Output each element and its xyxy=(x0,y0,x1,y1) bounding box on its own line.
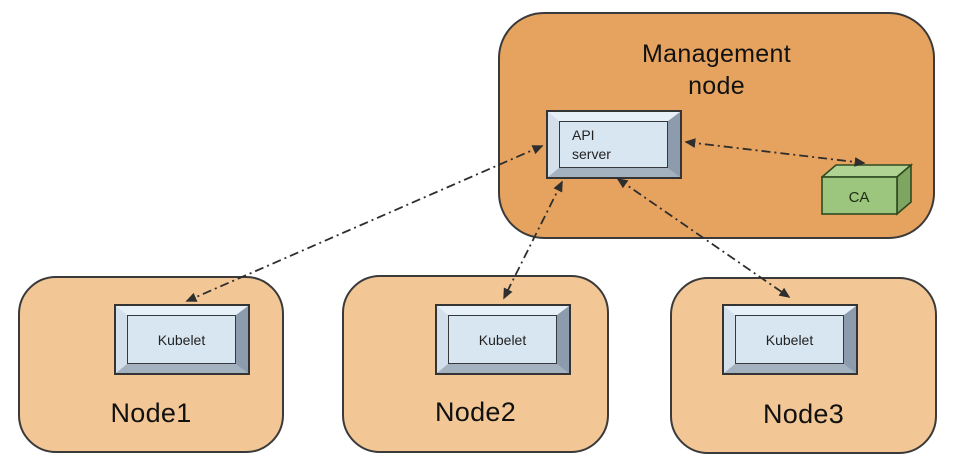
kubelet-box-node3: Kubelet xyxy=(722,304,858,375)
node3-label: Node3 xyxy=(762,399,845,429)
ca-label: CA xyxy=(849,189,870,206)
kubelet2-label: Kubelet xyxy=(448,315,557,364)
node2-label: Node2 xyxy=(434,397,517,427)
ca-box-shape: CA xyxy=(819,163,914,216)
kubelet-box-node2: Kubelet xyxy=(435,304,571,375)
kubelet1-bevel: Kubelet xyxy=(116,306,248,373)
node1-container: Kubelet Node1 xyxy=(18,276,284,453)
management-node-label: Management node xyxy=(642,40,791,100)
node2-container: Kubelet Node2 xyxy=(342,275,609,453)
ca-box: CA xyxy=(819,163,914,216)
api-server-box: API server xyxy=(546,110,682,179)
node1-label: Node1 xyxy=(110,398,192,428)
kubelet-box-node1: Kubelet xyxy=(114,304,250,375)
kubelet2-bevel: Kubelet xyxy=(437,306,569,373)
api-server-label: API server xyxy=(559,121,668,168)
kubelet3-label: Kubelet xyxy=(735,315,844,364)
kubelet3-bevel: Kubelet xyxy=(724,306,856,373)
kubelet1-label: Kubelet xyxy=(127,315,236,364)
management-node-container: Management node API server CA xyxy=(498,12,935,239)
api-server-bevel: API server xyxy=(548,112,680,177)
node3-container: Kubelet Node3 xyxy=(670,277,937,454)
